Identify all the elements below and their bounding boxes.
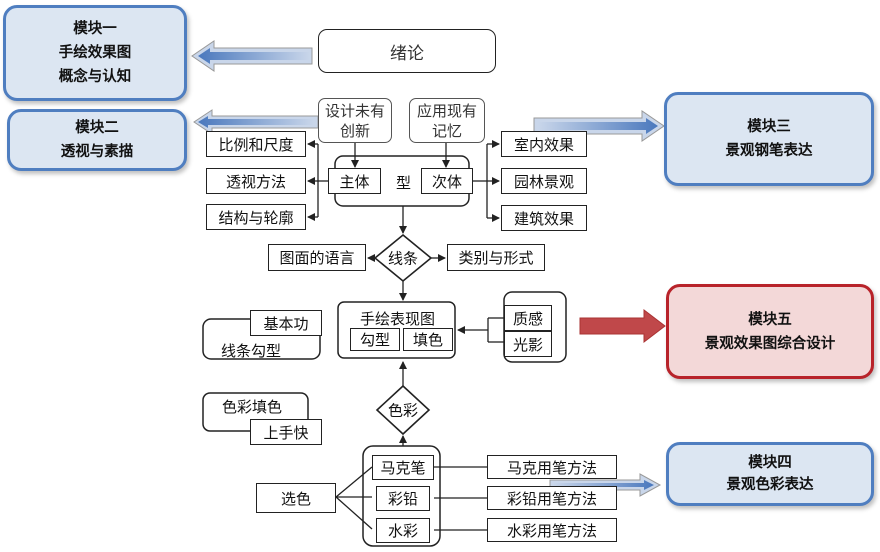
module3-line1: 景观钢笔表达 xyxy=(725,143,813,159)
module1-card: 模块一 手绘效果图 概念与认知 xyxy=(3,5,187,101)
module5-card: 模块五 景观效果图综合设计 xyxy=(666,284,874,379)
apply-line2: 记忆 xyxy=(431,121,462,140)
scale-box: 比例和尺度 xyxy=(206,131,306,157)
line-outline-label: 线条勾型 xyxy=(221,342,282,360)
tools-frame xyxy=(362,445,441,547)
perspective-method-box: 透视方法 xyxy=(206,168,306,194)
main-body-box: 主体 xyxy=(328,168,381,194)
arrow-to-module2 xyxy=(193,109,319,135)
picture-language-box: 图面的语言 xyxy=(268,244,366,271)
module4-card: 模块四 景观色彩表达 xyxy=(666,442,874,506)
basic-skill-box: 基本功 xyxy=(250,310,322,336)
module2-line1: 透视与素描 xyxy=(60,144,134,160)
module1-line1: 手绘效果图 xyxy=(58,45,132,61)
module3-card: 模块三 景观钢笔表达 xyxy=(664,92,874,186)
marker-method-box: 马克用笔方法 xyxy=(487,455,617,479)
lines-label: 线条 xyxy=(387,249,419,268)
design-line1: 设计未有 xyxy=(324,101,385,120)
module2-card: 模块二 透视与素描 xyxy=(7,109,187,171)
type-label: 型 xyxy=(396,174,412,192)
color-diamond xyxy=(375,384,431,436)
garden-box: 园林景观 xyxy=(501,168,587,194)
design-innovation-box: 设计未有 创新 xyxy=(318,98,392,143)
apply-line1: 应用现有 xyxy=(416,101,477,120)
intro-box: 绪论 xyxy=(318,29,496,73)
module4-title: 模块四 xyxy=(748,455,792,471)
module4-line1: 景观色彩表达 xyxy=(726,477,814,493)
design-line2: 创新 xyxy=(339,121,370,140)
watercolor-box: 水彩 xyxy=(376,518,430,543)
module1-line2: 概念与认知 xyxy=(58,69,132,85)
texture-box: 质感 xyxy=(504,305,552,331)
colored-pencil-box: 彩铅 xyxy=(376,486,430,511)
marker-box: 马克笔 xyxy=(372,455,434,480)
fill-color-box: 填色 xyxy=(403,328,453,351)
light-shadow-box: 光影 xyxy=(504,331,552,357)
outline-box: 勾型 xyxy=(350,328,400,351)
category-form-box: 类别与形式 xyxy=(447,244,545,271)
module2-title: 模块二 xyxy=(75,120,119,136)
choose-color-box: 选色 xyxy=(256,483,336,513)
arrow-to-module5 xyxy=(579,308,666,344)
hand-drawing-label: 手绘表现图 xyxy=(360,310,436,328)
architecture-box: 建筑效果 xyxy=(501,205,587,231)
quick-start-box: 上手快 xyxy=(250,419,322,445)
structure-box: 结构与轮廓 xyxy=(206,204,306,230)
module5-title: 模块五 xyxy=(748,311,792,328)
indoor-box: 室内效果 xyxy=(501,131,587,157)
hand-drawing-frame xyxy=(337,301,456,359)
apply-memory-box: 应用现有 记忆 xyxy=(409,98,485,143)
module1-title: 模块一 xyxy=(73,21,117,37)
arrow-intro-to-module1 xyxy=(191,40,313,72)
module3-title: 模块三 xyxy=(747,119,791,135)
secondary-body-box: 次体 xyxy=(421,168,473,194)
color-fill-label: 色彩填色 xyxy=(222,398,283,416)
watercolor-method-box: 水彩用笔方法 xyxy=(487,518,617,542)
module5-line1: 景观效果图综合设计 xyxy=(704,335,836,352)
pencil-method-box: 彩铅用笔方法 xyxy=(487,486,617,510)
color-label: 色彩 xyxy=(387,401,419,420)
